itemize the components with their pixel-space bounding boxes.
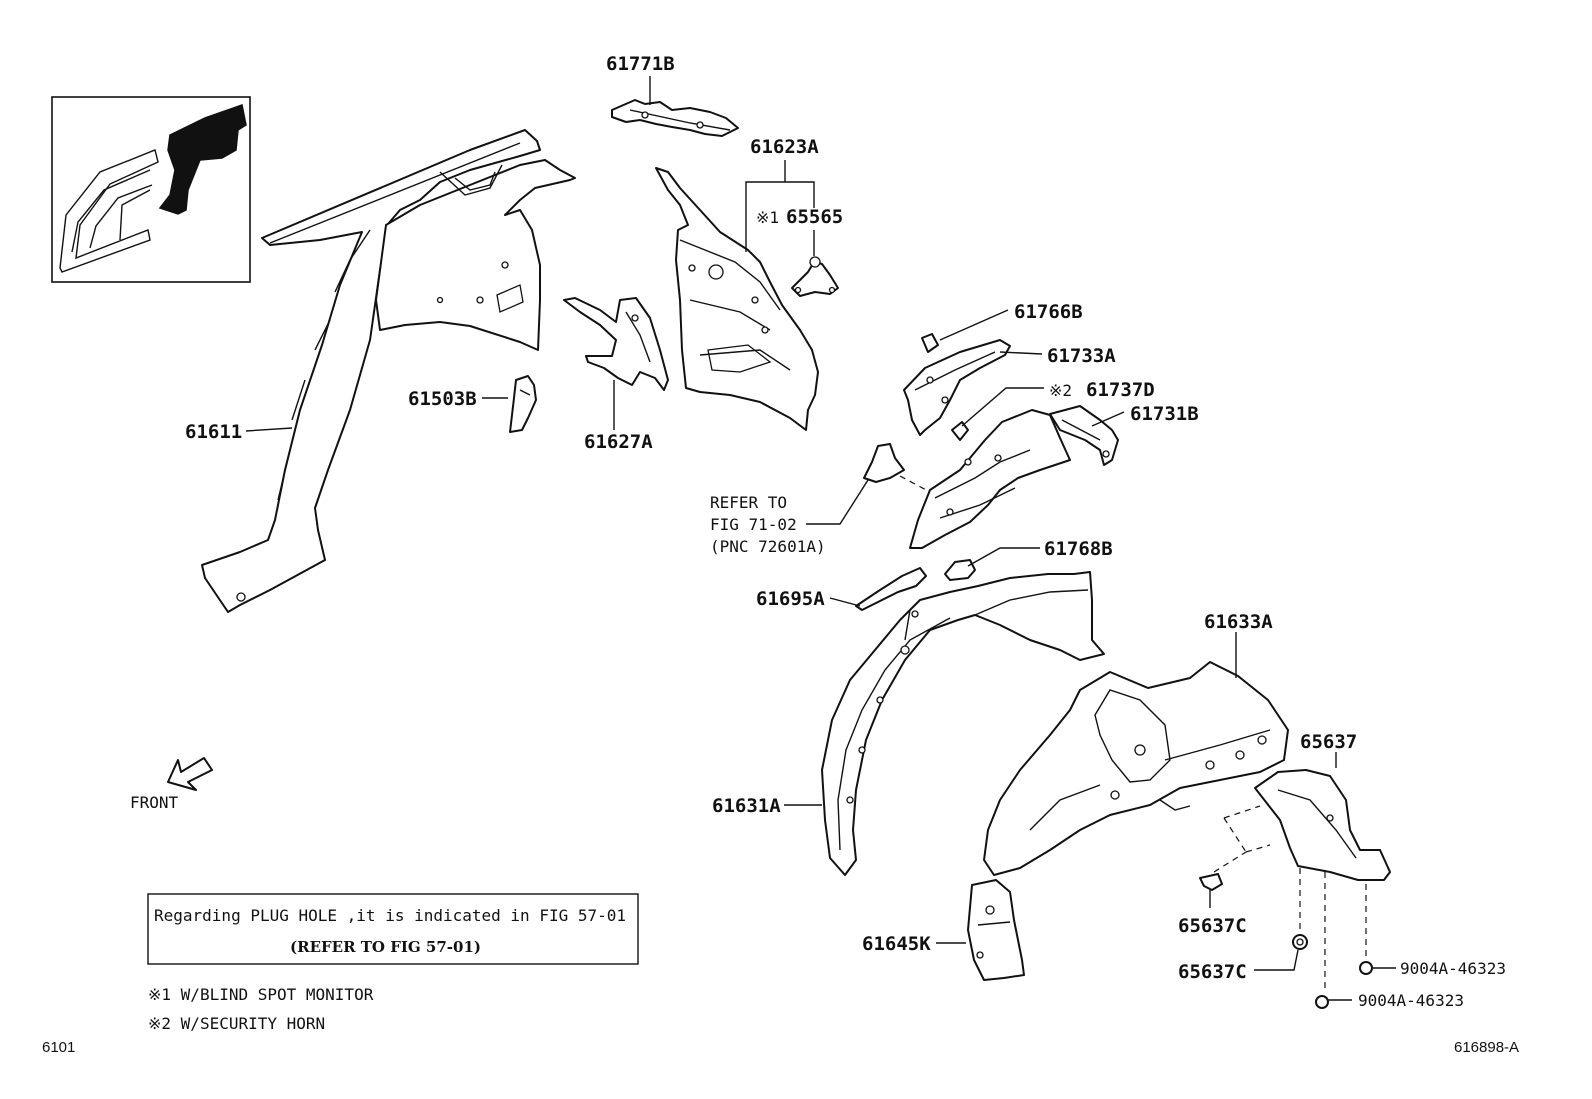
plug-hole-note: Regarding PLUG HOLE ,it is indicated in … xyxy=(147,893,639,965)
label-61633A: 61633A xyxy=(1204,611,1273,633)
label-61737D: 61737D xyxy=(1086,379,1155,401)
front-label: FRONT xyxy=(130,793,179,812)
part-61633A xyxy=(983,661,1289,876)
part-61631A xyxy=(821,571,1105,876)
front-arrow-icon xyxy=(167,757,213,791)
page-code: 6101 xyxy=(42,1039,75,1056)
label-61627A: 61627A xyxy=(584,431,653,453)
label-61645K: 61645K xyxy=(862,933,931,955)
inset-overview xyxy=(51,96,251,283)
fastener-65637C-clip xyxy=(1199,873,1223,905)
assembly-lines xyxy=(1213,805,1367,992)
plug-hole-note-line2: (REFER TO FIG 57-01) xyxy=(290,938,481,956)
part-61766B xyxy=(921,333,939,353)
label-65565: 65565 xyxy=(786,206,843,228)
part-61503B xyxy=(509,375,537,433)
label-65565-mark: ※1 xyxy=(756,208,779,227)
part-61733A xyxy=(903,339,1011,436)
part-61771B xyxy=(611,99,739,137)
label-9004A-46323-upper: 9004A-46323 xyxy=(1400,959,1506,978)
part-61737D xyxy=(951,421,969,441)
part-61627A xyxy=(563,297,669,391)
leader-lines xyxy=(245,76,1396,1001)
plug-hole-note-line1: Regarding PLUG HOLE ,it is indicated in … xyxy=(154,906,626,925)
footnote-2: ※2 W/SECURITY HORN xyxy=(148,1014,325,1033)
label-61737D-mark: ※2 xyxy=(1049,381,1072,400)
label-61731B: 61731B xyxy=(1130,403,1199,425)
label-61611: 61611 xyxy=(185,421,242,443)
part-61695A xyxy=(855,567,927,611)
refer-note-line3: (PNC 72601A) xyxy=(710,537,826,556)
label-65637C-clip: 65637C xyxy=(1178,915,1247,937)
footnote-1: ※1 W/BLIND SPOT MONITOR xyxy=(148,985,374,1004)
refer-note-line1: REFER TO xyxy=(710,493,787,512)
part-61623A xyxy=(655,167,819,431)
label-61623A: 61623A xyxy=(750,136,819,158)
part-65565 xyxy=(791,256,839,297)
label-65637C-nut: 65637C xyxy=(1178,961,1247,983)
label-61503B: 61503B xyxy=(408,388,477,410)
label-61631A: 61631A xyxy=(712,795,781,817)
label-9004A-46323-lower: 9004A-46323 xyxy=(1358,991,1464,1010)
part-61731B xyxy=(1049,405,1119,466)
fastener-65637C-nut xyxy=(1292,934,1308,950)
figure-code: 616898-A xyxy=(1454,1039,1519,1056)
label-61768B: 61768B xyxy=(1044,538,1113,560)
part-61645K xyxy=(967,879,1025,981)
part-inner-panel-upper xyxy=(909,409,1071,549)
part-refer-bracket xyxy=(863,443,931,493)
label-61695A: 61695A xyxy=(756,588,825,610)
part-61611 xyxy=(201,129,576,613)
label-61733A: 61733A xyxy=(1047,345,1116,367)
fastener-9004A-1 xyxy=(1359,961,1373,975)
fastener-9004A-2 xyxy=(1315,995,1329,1009)
label-61766B: 61766B xyxy=(1014,301,1083,323)
refer-note-line2: FIG 71-02 xyxy=(710,515,797,534)
part-61768B xyxy=(944,559,976,581)
part-65637 xyxy=(1254,769,1391,881)
label-65637: 65637 xyxy=(1300,731,1357,753)
label-61771B: 61771B xyxy=(606,53,675,75)
